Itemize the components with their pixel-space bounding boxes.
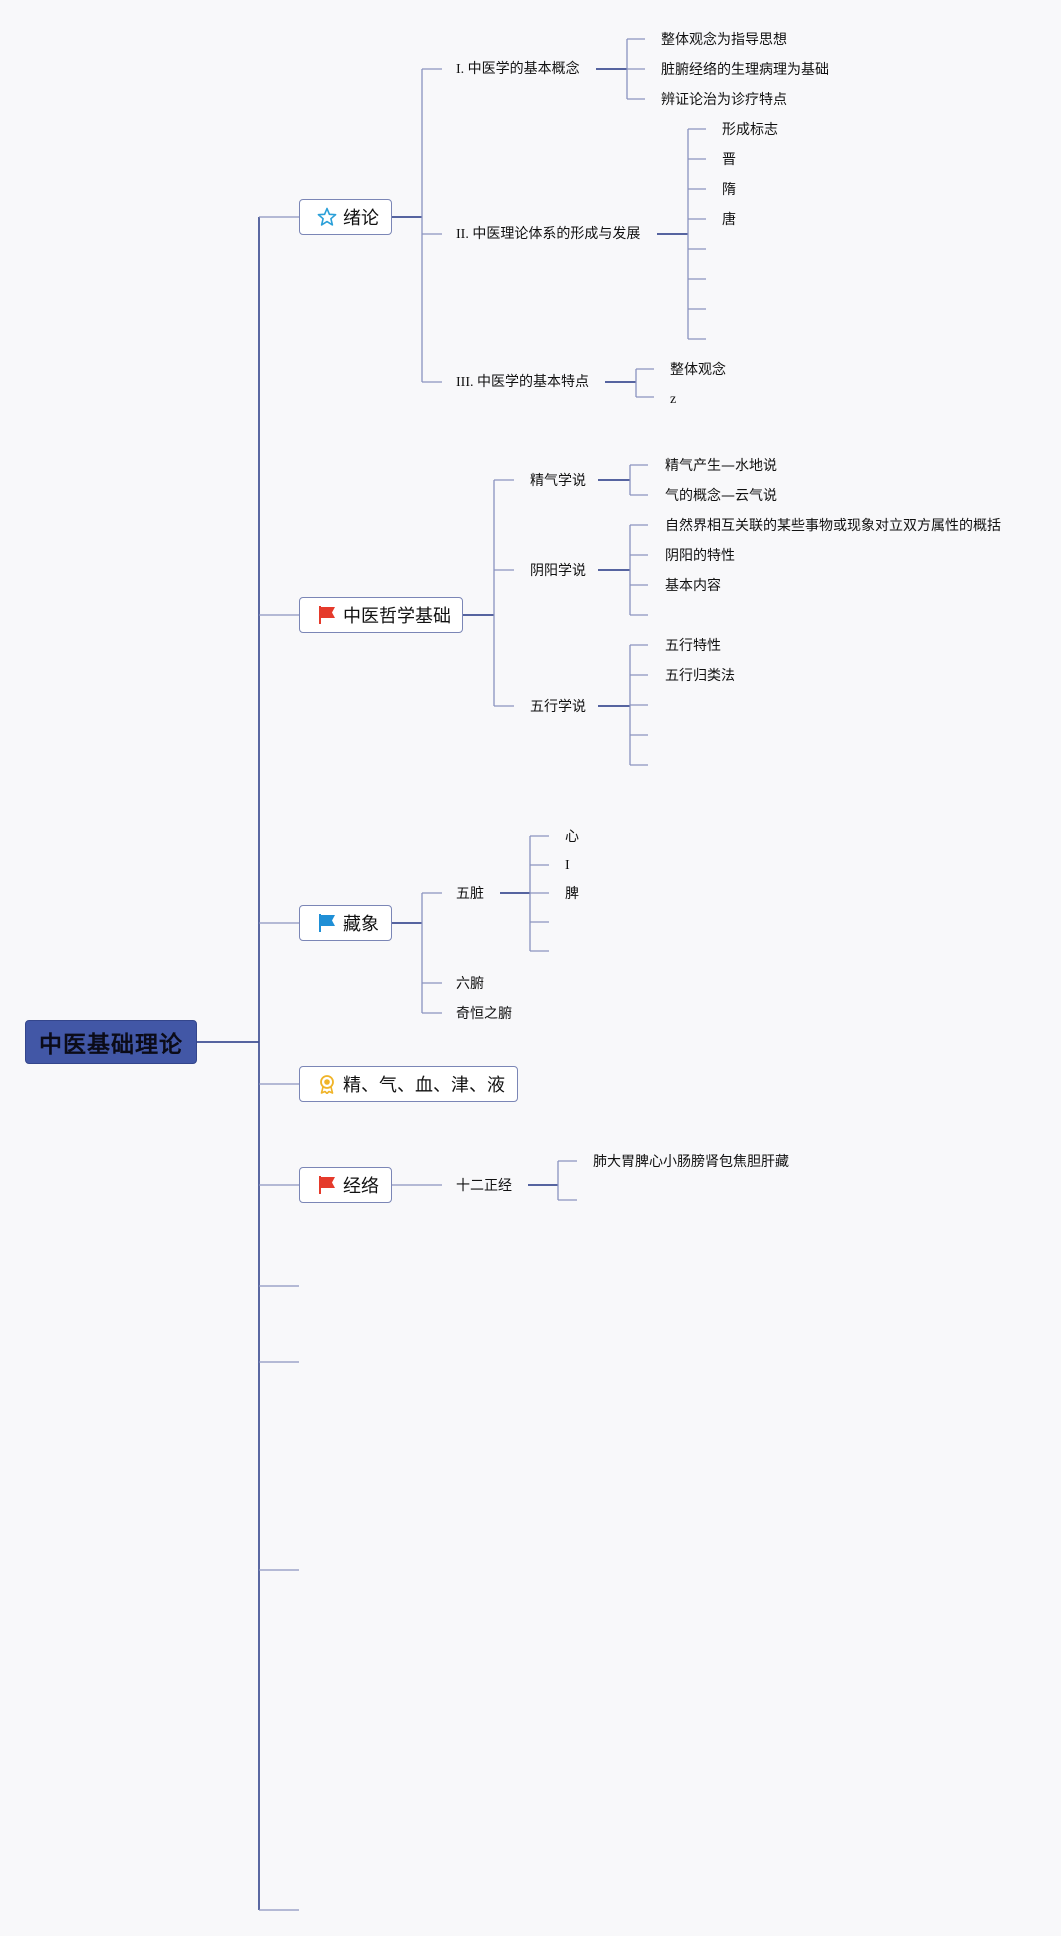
leaf-item[interactable]: 阴阳的特性 xyxy=(665,548,735,564)
topic-philosophy[interactable]: 中医哲学基础 xyxy=(299,597,463,633)
leaf-item[interactable]: 脏腑经络的生理病理为基础 xyxy=(661,62,829,78)
red-flag-icon xyxy=(317,1175,337,1195)
leaf-item[interactable]: 五行特性 xyxy=(665,638,721,654)
blue-flag-icon xyxy=(317,913,337,933)
subtopic-wuxing[interactable]: 五行学说 xyxy=(530,699,586,715)
leaf-item[interactable]: 脾 xyxy=(565,886,579,902)
topic-intro[interactable]: 绪论 xyxy=(299,199,392,235)
leaf-item[interactable]: 形成标志 xyxy=(722,122,778,138)
leaf-item[interactable]: 基本内容 xyxy=(665,578,721,594)
topic-zangxiang-label: 藏象 xyxy=(343,914,379,935)
red-flag-icon xyxy=(317,605,337,625)
subtopic-formation[interactable]: II. 中医理论体系的形成与发展 xyxy=(456,227,641,242)
subtopic-jingqi[interactable]: 精气学说 xyxy=(530,473,586,489)
topic-philosophy-label: 中医哲学基础 xyxy=(343,606,451,627)
leaf-item[interactable]: 整体观念为指导思想 xyxy=(661,32,787,48)
leaf-item[interactable]: 精气产生—水地说 xyxy=(665,458,777,474)
subtopic-liufu[interactable]: 六腑 xyxy=(456,976,484,992)
leaf-item[interactable]: 气的概念—云气说 xyxy=(665,488,777,504)
topic-meridian-label: 经络 xyxy=(343,1176,379,1197)
leaf-item[interactable]: 晋 xyxy=(722,152,736,168)
leaf-item[interactable]: 整体观念 xyxy=(670,362,726,378)
leaf-item[interactable]: 肺大胃脾心小肠膀肾包焦胆肝藏 xyxy=(593,1154,789,1170)
topic-essence[interactable]: 精、气、血、津、液 xyxy=(299,1066,518,1102)
subtopic-basic-concept[interactable]: I. 中医学的基本概念 xyxy=(456,62,580,77)
leaf-item[interactable]: 心 xyxy=(565,829,579,845)
subtopic-yinyang[interactable]: 阴阳学说 xyxy=(530,563,586,579)
medal-icon xyxy=(317,1074,337,1094)
subtopic-wuzang[interactable]: 五脏 xyxy=(456,886,484,902)
root-topic[interactable]: 中医基础理论 xyxy=(25,1020,197,1064)
subtopic-characteristics[interactable]: III. 中医学的基本特点 xyxy=(456,375,589,390)
star-icon xyxy=(317,207,337,227)
topic-essence-label: 精、气、血、津、液 xyxy=(343,1075,505,1096)
leaf-item[interactable]: I xyxy=(565,858,570,873)
leaf-item[interactable]: z xyxy=(670,392,677,407)
subtopic-qiheng[interactable]: 奇恒之腑 xyxy=(456,1006,512,1022)
topic-zangxiang[interactable]: 藏象 xyxy=(299,905,392,941)
leaf-item[interactable]: 隋 xyxy=(722,182,736,198)
leaf-item[interactable]: 唐 xyxy=(722,212,736,228)
leaf-item[interactable]: 自然界相互关联的某些事物或现象对立双方属性的概括 xyxy=(665,518,1001,534)
leaf-item[interactable]: 五行归类法 xyxy=(665,668,735,684)
topic-meridian[interactable]: 经络 xyxy=(299,1167,392,1203)
leaf-item[interactable]: 辨证论治为诊疗特点 xyxy=(661,92,787,108)
subtopic-twelve-meridians[interactable]: 十二正经 xyxy=(456,1178,512,1194)
topic-intro-label: 绪论 xyxy=(343,208,379,229)
